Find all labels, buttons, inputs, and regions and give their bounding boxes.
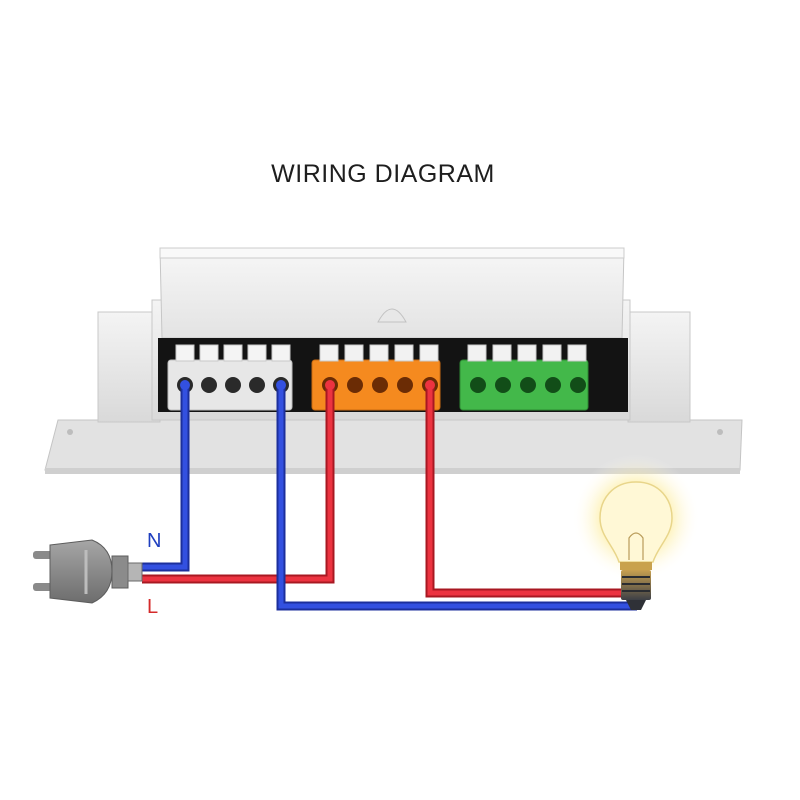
enclosure-base-edge bbox=[45, 468, 740, 474]
terminal-hole bbox=[372, 377, 388, 393]
terminal-hole bbox=[397, 377, 413, 393]
terminal-hole bbox=[495, 377, 511, 393]
wiring bbox=[142, 380, 637, 611]
terminal-hole bbox=[225, 377, 241, 393]
lid-rim bbox=[159, 247, 625, 259]
lid-latch bbox=[377, 308, 407, 323]
terminal-hole bbox=[249, 377, 265, 393]
light-bulb-icon bbox=[572, 454, 700, 610]
terminal-block-green bbox=[459, 344, 589, 411]
terminal-hole bbox=[201, 377, 217, 393]
power-plug-icon bbox=[33, 539, 143, 604]
terminal-hole bbox=[520, 377, 536, 393]
enclosure-side-right bbox=[627, 311, 691, 423]
terminal-hole bbox=[470, 377, 486, 393]
mounting-hole-right bbox=[717, 429, 723, 435]
diagram-title: WIRING DIAGRAM bbox=[271, 160, 495, 188]
terminal-hole bbox=[545, 377, 561, 393]
terminal-hole bbox=[347, 377, 363, 393]
terminal-hole bbox=[570, 377, 586, 393]
enclosure-lid bbox=[159, 247, 625, 339]
live-label: L bbox=[147, 596, 158, 618]
neutral-label: N bbox=[147, 530, 161, 552]
mounting-hole-left bbox=[67, 429, 73, 435]
enclosure-side-left bbox=[97, 311, 161, 423]
